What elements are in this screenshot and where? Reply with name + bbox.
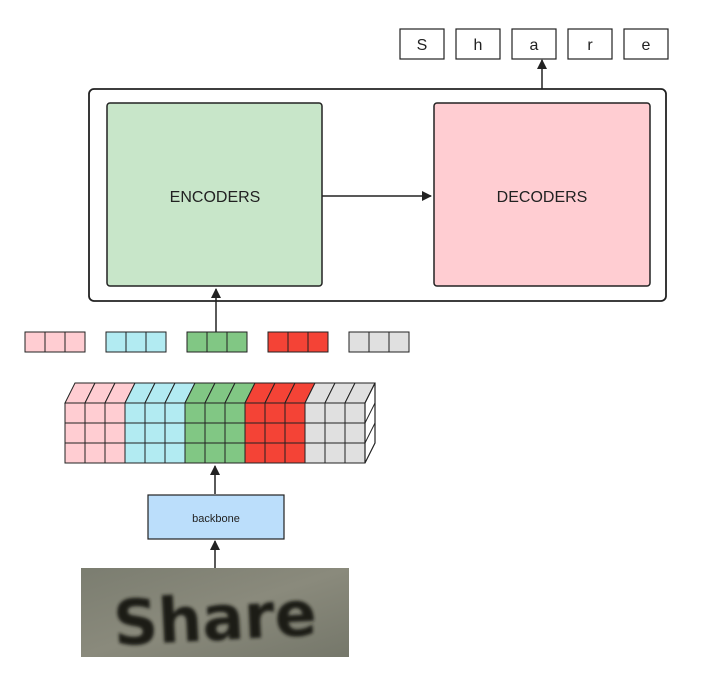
feature-map [64,382,376,464]
decoders-block: DECODERS [433,102,651,287]
token-group [24,331,86,353]
output-char-box [511,28,557,60]
feature-map-cell [64,402,86,424]
feature-map-cell [204,402,226,424]
feature-map-cell [344,422,366,444]
feature-map-cell [204,442,226,464]
feature-map-side-line [364,422,376,444]
feature-map-cell [104,402,126,424]
feature-map-cell [224,402,246,424]
feature-map-cell [124,442,146,464]
token-cell [307,331,329,353]
token-group [267,331,329,353]
token-sequence [24,331,410,353]
output-char-box [399,28,445,60]
feature-map-cell [304,442,326,464]
token-cell [186,331,208,353]
feature-map-cell [224,442,246,464]
output-char-box [623,28,669,60]
feature-map-cell [164,422,186,444]
token-cell [226,331,248,353]
feature-map-cell [164,402,186,424]
feature-map-cell [264,442,286,464]
feature-map-cell [244,442,266,464]
feature-map-cell [244,402,266,424]
token-cell [368,331,390,353]
feature-map-cell [144,442,166,464]
token-cell [388,331,410,353]
token-group [186,331,248,353]
feature-map-cell [244,422,266,444]
feature-map-cell [224,422,246,444]
feature-map-cell [124,422,146,444]
token-cell [287,331,309,353]
token-cell [64,331,86,353]
feature-map-cell [84,442,106,464]
token-cell [145,331,167,353]
token-cell [105,331,127,353]
feature-map-cell [304,422,326,444]
feature-map-cell [304,402,326,424]
feature-map-cell [344,442,366,464]
feature-map-cell [324,442,346,464]
feature-map-cell [64,422,86,444]
feature-map-cell [84,422,106,444]
input-image: Share [81,568,349,660]
input-image-word: Share [112,577,319,661]
feature-map-cell [144,422,166,444]
feature-map-cell [264,402,286,424]
token-group [105,331,167,353]
feature-map-cell [284,442,306,464]
output-char-box [567,28,613,60]
token-cell [125,331,147,353]
feature-map-cell [104,442,126,464]
token-cell [44,331,66,353]
backbone-block: backbone [147,494,285,540]
feature-map-cell [184,422,206,444]
encoders-block: ENCODERS [106,102,323,287]
feature-map-cell [144,402,166,424]
feature-map-cell [164,442,186,464]
output-char: S [417,37,428,54]
feature-map-cell [324,422,346,444]
decoders-label: DECODERS [497,189,588,206]
output-char: r [587,37,593,54]
encoders-label: ENCODERS [170,189,261,206]
feature-map-cell [104,422,126,444]
backbone-label: backbone [192,513,240,525]
token-cell [348,331,370,353]
feature-map-cell [284,422,306,444]
feature-map-side-line [364,402,376,424]
feature-map-cell [264,422,286,444]
feature-map-cell [284,402,306,424]
output-char: a [530,37,539,54]
token-cell [24,331,46,353]
feature-map-cell [324,402,346,424]
feature-map-cell [204,422,226,444]
token-cell [267,331,289,353]
token-cell [206,331,228,353]
feature-map-cell [344,402,366,424]
output-char: e [642,37,651,54]
feature-map-cell [124,402,146,424]
token-group [348,331,410,353]
output-char: h [474,37,483,54]
feature-map-cell [184,402,206,424]
feature-map-cell [84,402,106,424]
output-char-box [455,28,501,60]
feature-map-cell [184,442,206,464]
feature-map-cell [64,442,86,464]
